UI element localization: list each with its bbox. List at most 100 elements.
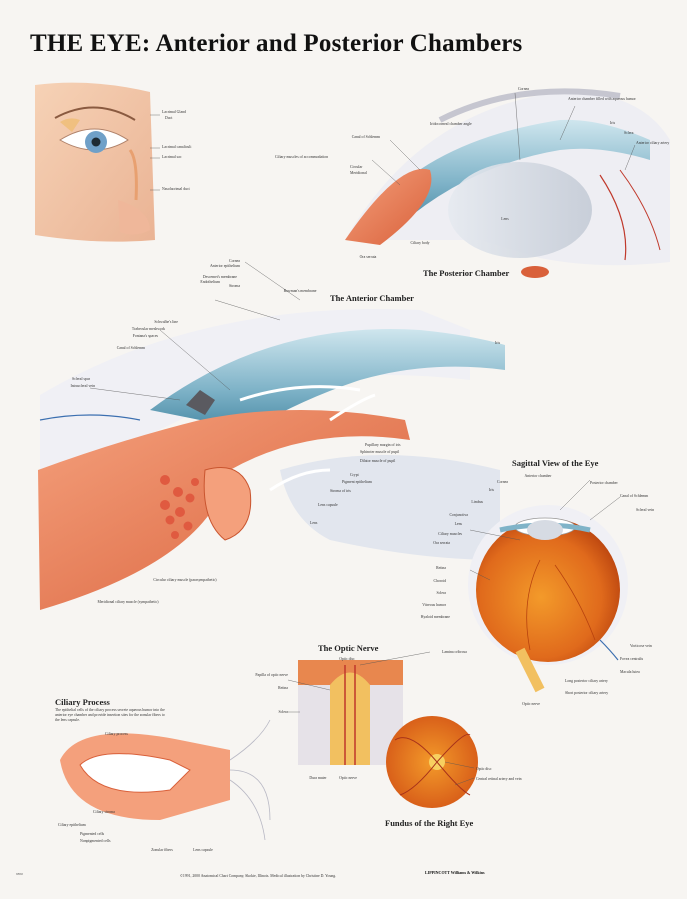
anterior-chamber-illustration <box>38 309 505 610</box>
face-label: Lacrimal sac <box>162 155 182 159</box>
publisher-logo: LIPPINCOTT Williams & Wilkins <box>425 870 485 875</box>
sagittal-label: Ciliary muscles <box>438 532 462 536</box>
sagittal-label: Retina <box>436 566 446 570</box>
optic-label: Dura mater <box>309 776 327 780</box>
anterior-label: Lens <box>310 521 318 525</box>
sagittal-label: Conjunctiva <box>449 513 468 517</box>
sagittal-label: Macula lutea <box>620 670 640 674</box>
posterior-label: Circular <box>350 165 363 169</box>
ciliary-label: Ciliary process <box>105 732 128 736</box>
posterior-label: Iris <box>610 121 616 125</box>
sagittal-label: Hyaloid membrane <box>421 615 451 619</box>
face-label: Lacrimal Gland <box>162 110 186 114</box>
sagittal-label: Optic nerve <box>522 702 540 706</box>
ciliary-label: Ciliary stroma <box>93 810 115 814</box>
footer-credit: ©1991, 2000 Anatomical Chart Company, Sk… <box>180 874 337 878</box>
poster-title: THE EYE: Anterior and Posterior Chambers <box>30 30 523 57</box>
anterior-label: Stroma of iris <box>330 489 351 493</box>
optic-label: Retina <box>278 686 288 690</box>
sagittal-label: Short posterior ciliary artery <box>565 691 608 695</box>
leader-lines <box>89 92 636 786</box>
sagittal-label: Lens <box>455 522 463 526</box>
posterior-chamber-illustration <box>345 88 670 278</box>
sagittal-label: Canal of Schlemm <box>620 494 648 498</box>
face-label: Nasolacrimal duct <box>162 187 191 191</box>
face-illustration <box>35 82 155 242</box>
anterior-label: Anterior epithelium <box>210 264 240 268</box>
ciliary-label: Lens capsule <box>193 848 213 852</box>
optic-label: Optic nerve <box>339 776 357 780</box>
anterior-label: Iris <box>495 341 501 345</box>
posterior-label: Ciliary body <box>410 241 429 245</box>
ciliary-label: Ciliary epithelium <box>58 823 86 827</box>
posterior-label: Canal of Schlemm <box>352 135 380 139</box>
optic-nerve-title: The Optic Nerve <box>318 643 379 653</box>
posterior-chamber-title: The Posterior Chamber <box>423 268 510 278</box>
sagittal-label: Sclera <box>437 591 447 595</box>
anterior-label: Trabecular meshwork <box>132 327 165 331</box>
ciliary-process-title: Ciliary Process <box>55 697 110 707</box>
anterior-label: Pigment epithelium <box>342 480 372 484</box>
posterior-label: Ora serrata <box>360 255 377 259</box>
anterior-label: Sphincter muscle of pupil <box>360 450 399 454</box>
anterior-label: Stroma <box>229 284 240 288</box>
sagittal-label: Cornea <box>497 480 508 484</box>
product-code: 9850 <box>16 872 23 876</box>
anterior-label: Schwalbe's line <box>154 320 178 324</box>
ciliary-process-illustration <box>60 719 271 841</box>
posterior-label: Ciliary muscles of accommodation <box>275 155 328 159</box>
ciliary-label: Zonular fibers <box>151 848 173 852</box>
face-label: Duct <box>165 116 173 120</box>
sagittal-label: Choroid <box>434 579 447 583</box>
sagittal-label: Iris <box>489 488 495 492</box>
ciliary-process-note: The epithelial cells of the ciliary proc… <box>55 708 165 722</box>
sagittal-label: Long posterior ciliary artery <box>565 679 608 683</box>
anterior-label: Endothelium <box>200 280 220 284</box>
anterior-label: Bowman's membrane <box>284 289 317 293</box>
anterior-label: Meridional ciliary muscle (sympathetic) <box>97 600 159 604</box>
sagittal-label: Vorticose vein <box>630 644 652 648</box>
posterior-label: Iridocorneal chamber angle <box>430 122 472 126</box>
anterior-label: Lens capsule <box>318 503 338 507</box>
face-label: Lacrimal canaliculi <box>162 145 191 149</box>
optic-nerve-illustration <box>298 660 403 765</box>
anterior-label: Crypt <box>350 473 360 477</box>
sagittal-label: Ora serrata <box>433 541 450 545</box>
sagittal-view-title: Sagittal View of the Eye <box>512 458 599 468</box>
fundus-title: Fundus of the Right Eye <box>385 818 474 828</box>
fundus-label: Central retinal artery and vein <box>476 777 522 781</box>
anterior-label: Descemet's membrane <box>203 275 237 279</box>
anterior-label: Pupillary margin of iris <box>365 443 401 447</box>
lacrimal-gland <box>60 118 80 132</box>
sagittal-label: Scleral vein <box>636 508 654 512</box>
posterior-label: Sclera <box>624 131 634 135</box>
anterior-label: Circular ciliary muscle (parasympathetic… <box>153 578 217 582</box>
sagittal-label: Fovea centralis <box>620 657 644 661</box>
optic-label: Papilla of optic nerve <box>255 673 288 677</box>
anterior-label: Fontana's spaces <box>133 334 159 338</box>
optic-label: Optic disc <box>339 657 355 661</box>
sagittal-label: Anterior chamber <box>525 474 553 478</box>
anterior-chamber-title: The Anterior Chamber <box>330 293 414 303</box>
posterior-label: Cornea <box>518 87 529 91</box>
optic-label: Lamina cribrosa <box>442 650 467 654</box>
sagittal-label: Posterior chamber <box>590 481 618 485</box>
anterior-label: Canal of Schlemm <box>117 346 145 350</box>
sagittal-label: Limbus <box>471 500 483 504</box>
anterior-label: Scleral spur <box>72 377 91 381</box>
posterior-label: Meridional <box>350 171 367 175</box>
posterior-label: Anterior chamber filled with aqueous hum… <box>568 97 637 101</box>
sagittal-label: Vitreous humor <box>422 603 446 607</box>
ciliary-label: Nonpigmented cells <box>80 839 111 843</box>
ciliary-label: Pigmented cells <box>80 832 105 836</box>
anterior-label: Dilator muscle of pupil <box>360 459 395 463</box>
optic-label: Sclera <box>279 710 289 714</box>
anterior-label: Intrascleral vein <box>70 384 95 388</box>
posterior-label: Lens <box>501 217 509 221</box>
sagittal-eye-illustration <box>468 505 628 693</box>
fundus-label: Optic disc <box>476 767 492 771</box>
anterior-label: Cornea <box>229 259 240 263</box>
posterior-label: Anterior ciliary artery <box>636 141 669 145</box>
